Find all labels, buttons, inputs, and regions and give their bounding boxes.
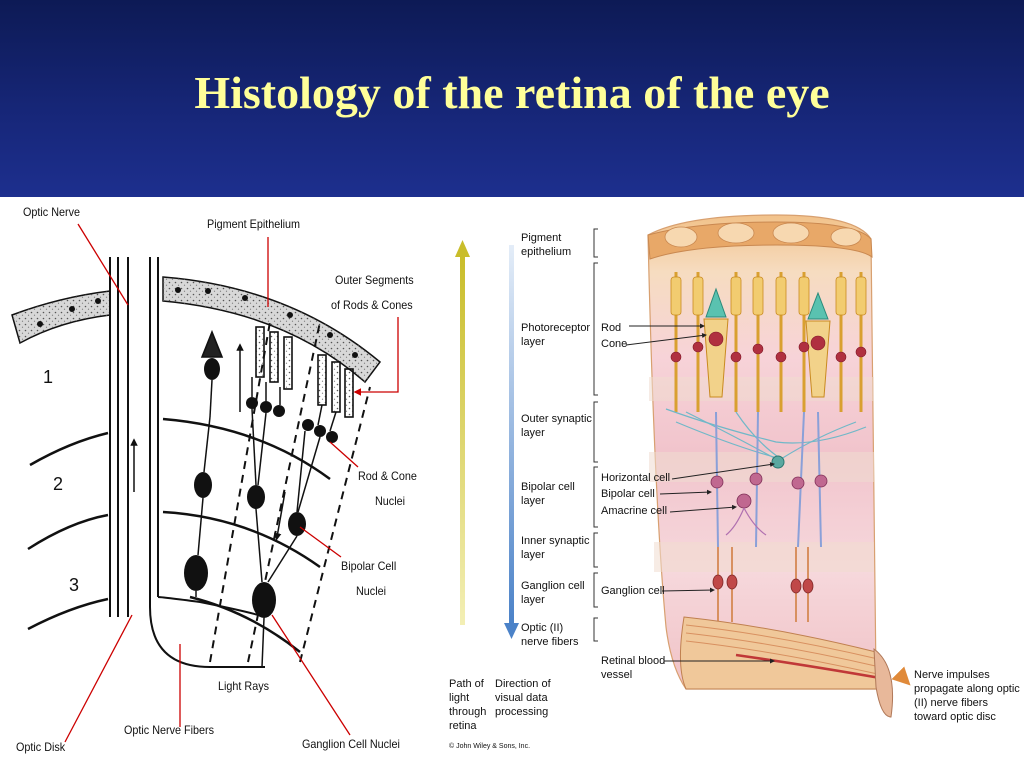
label-optic-disk: Optic Disk: [16, 740, 66, 754]
horizontal-cell-body: [771, 455, 785, 469]
copyright-notice: © John Wiley & Sons, Inc.: [449, 743, 531, 750]
label-outer-segments-2: of Rods & Cones: [331, 298, 413, 312]
direction-of-data-label: Direction of visual data processing: [495, 678, 551, 718]
layer-outer-synaptic: Outer synaptic layer: [521, 413, 592, 439]
cell-amacrine: Amacrine cell: [601, 505, 668, 517]
label-pigment-epithelium: Pigment Epithelium: [207, 217, 301, 231]
label-ganglion-nuclei: Ganglion Cell Nuclei: [302, 737, 400, 751]
retinal-blood-vessel-drawing: [735, 653, 887, 681]
right-retina-diagram: Pigment epithelium Photoreceptor layer O…: [436, 197, 1024, 768]
layer-bipolar-cell: Bipolar cell layer: [521, 481, 575, 507]
layer-optic-nerve-fibers: Optic (II) nerve fibers: [521, 622, 579, 648]
slide-header: Histology of the retina of the eye: [0, 0, 1024, 197]
right-diagram-drawing: [455, 214, 911, 718]
layer-number-1: 1: [43, 367, 54, 387]
label-rod-cone-nuclei-1: Rod & Cone: [358, 469, 417, 483]
layer-number-3: 3: [69, 575, 80, 595]
cell-horizontal: Horizontal cell: [601, 472, 671, 484]
cell-bipolar: Bipolar cell: [601, 488, 655, 500]
light-path-arrow-head: [455, 240, 470, 257]
slide-title: Histology of the retina of the eye: [194, 67, 830, 118]
data-direction-arrow-shaft: [509, 245, 514, 625]
layer-pigment-epithelium: Pigment epithelium: [521, 232, 572, 258]
label-optic-nerve: Optic Nerve: [23, 205, 81, 219]
retinal-blood-vessel: Retinal blood vessel: [601, 655, 666, 681]
cell-cone: Cone: [601, 338, 628, 350]
pigment-cells-top: [647, 221, 873, 260]
label-rod-cone-nuclei-2: Nuclei: [375, 494, 406, 508]
layer-inner-synaptic: Inner synaptic layer: [521, 535, 590, 561]
left-retina-diagram: Optic Nerve Pigment Epithelium Outer Seg…: [0, 197, 436, 768]
cell-ganglion: Ganglion cell: [601, 585, 665, 597]
left-diagram-drawing: [11, 223, 399, 743]
light-path-arrow-shaft: [460, 255, 465, 625]
label-optic-nerve-fibers: Optic Nerve Fibers: [124, 723, 215, 737]
layer-number-2: 2: [53, 474, 64, 494]
layer-ganglion-cell: Ganglion cell layer: [521, 580, 585, 606]
layer-photoreceptor: Photoreceptor layer: [521, 322, 591, 348]
label-bipolar-nuclei-2: Nuclei: [356, 584, 387, 598]
path-of-light-label: Path of light through retina: [449, 678, 487, 732]
nerve-impulses-label: Nerve impulses propagate along optic (II…: [914, 669, 1020, 723]
data-direction-arrow-head: [504, 623, 519, 639]
label-light-rays: Light Rays: [218, 679, 270, 693]
cell-rod: Rod: [601, 322, 622, 334]
label-outer-segments-1: Outer Segments: [335, 273, 414, 287]
label-bipolar-nuclei-1: Bipolar Cell: [341, 559, 397, 573]
